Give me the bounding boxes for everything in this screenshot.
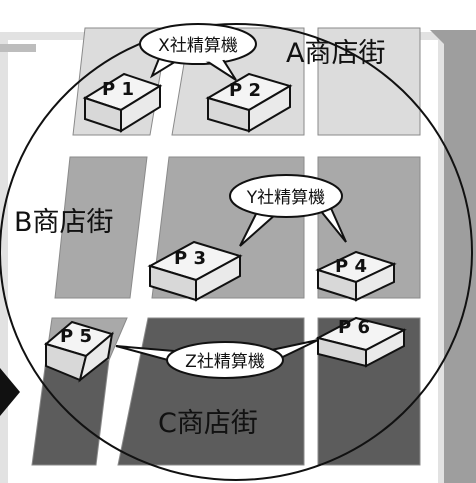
parking-lot-p3: P 3 [147,240,243,302]
service-area-circle [0,23,473,481]
district-label-b: B商店街 [14,207,114,238]
parking-label-p3: P 3 [174,248,206,269]
machine-label-z: Z社精算機 [185,352,265,372]
district-label-a: A商店街 [286,38,385,69]
parking-lot-p2: P 2 [205,72,293,133]
parking-lot-p5: P 5 [43,320,115,383]
parking-lot-p1: P 1 [82,72,163,133]
parking-label-p6: P 6 [338,317,370,338]
parking-lot-p6: P 6 [315,316,407,368]
parking-label-p5: P 5 [60,326,92,347]
parking-label-p4: P 4 [335,256,367,277]
parking-label-p1: P 1 [102,79,134,100]
machine-bubble-y: Y社精算機 [229,174,347,247]
parking-lot-p4: P 4 [315,250,397,302]
parking-label-p2: P 2 [229,80,261,101]
machine-label-x: X社精算機 [158,36,238,56]
district-label-c: C商店街 [158,408,258,439]
arrow-right-icon [0,368,20,416]
machine-bubble-x: X社精算機 [139,23,257,81]
machine-label-y: Y社精算機 [246,188,325,208]
machine-bubble-z: Z社精算機 [115,339,319,379]
